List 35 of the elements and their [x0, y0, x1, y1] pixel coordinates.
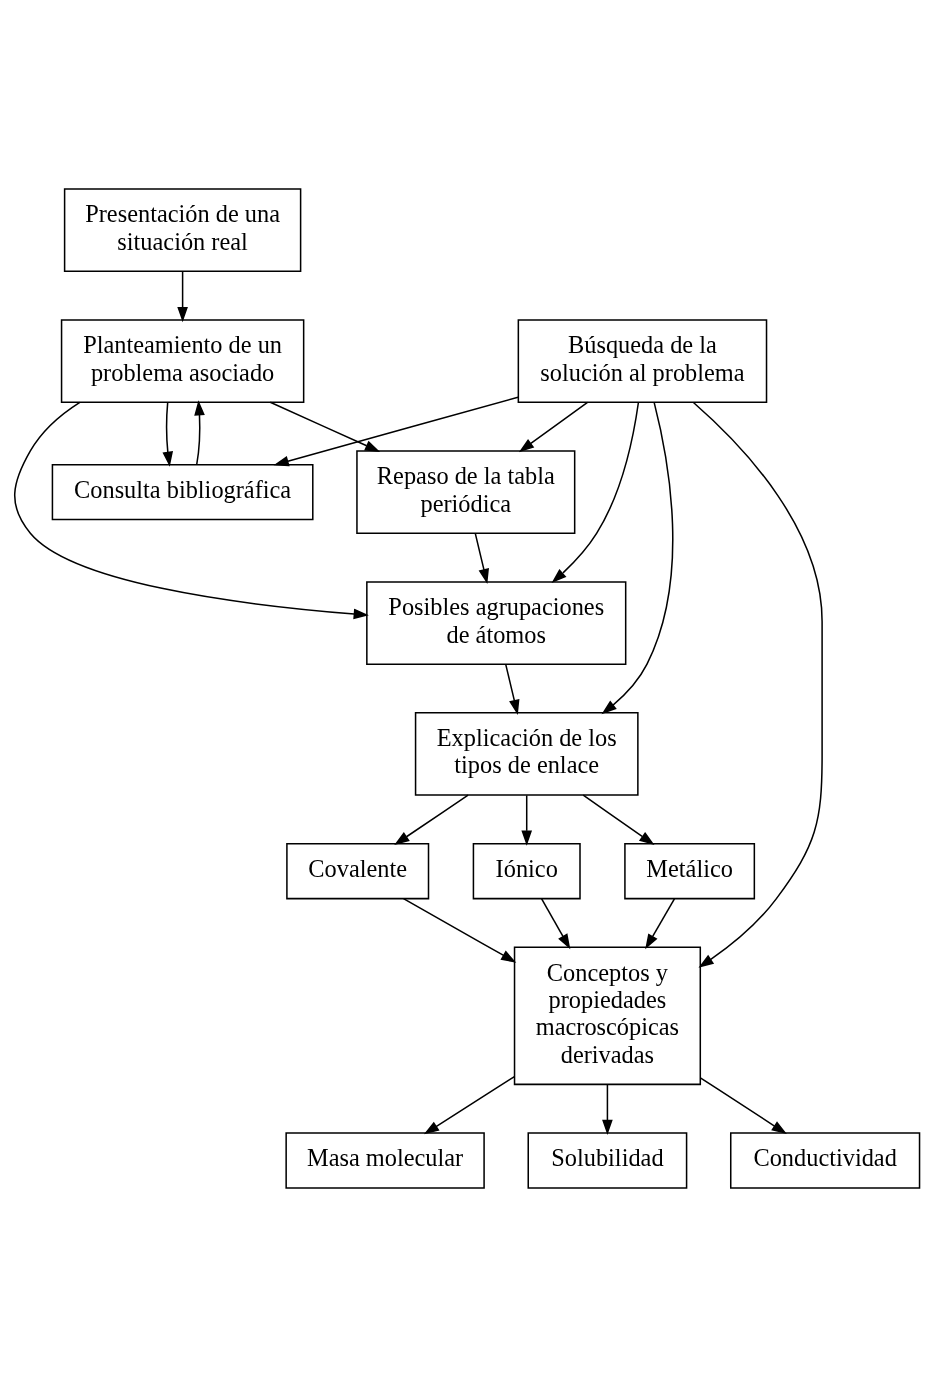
- arrow: [521, 794, 533, 846]
- node-box: Repaso de la tabla periódica: [356, 449, 576, 534]
- arrow: [504, 663, 520, 715]
- arrow: [699, 1076, 787, 1134]
- arrow: [402, 897, 517, 963]
- arrow: [194, 399, 205, 465]
- node-box: Metálico: [624, 842, 756, 899]
- arrow: [474, 532, 489, 584]
- node-box: Conductividad: [730, 1131, 921, 1189]
- node-box: Covalente: [286, 842, 430, 899]
- arrow: [645, 897, 676, 949]
- arrow: [582, 793, 655, 845]
- node-box: Planteamiento de un problema asociado: [60, 318, 305, 403]
- arrow: [162, 401, 174, 467]
- arrow: [273, 396, 519, 466]
- node-box: Solubilidad: [527, 1131, 688, 1189]
- node-box: Conceptos y propiedades macroscópicas derivadas: [513, 946, 702, 1085]
- node-box: Iónico: [472, 842, 581, 899]
- node-box: Masa molecular: [285, 1131, 485, 1189]
- node-box: Posibles agrupaciones de átomos: [366, 580, 627, 665]
- arrow: [14, 401, 369, 619]
- arrow: [394, 793, 469, 845]
- arrow: [601, 401, 674, 714]
- arrow: [540, 897, 571, 949]
- arrow: [518, 401, 589, 452]
- arrow: [692, 401, 823, 968]
- node-box: Explicación de los tipos de enlace: [414, 711, 639, 796]
- arrow: [423, 1075, 516, 1134]
- arrow: [602, 1083, 613, 1135]
- arrow: [269, 401, 381, 452]
- arrow: [551, 401, 640, 583]
- node-box: Consulta bibliográfica: [51, 463, 314, 520]
- arrow: [177, 270, 188, 322]
- node-box: Búsqueda de la solución al problema: [517, 318, 768, 403]
- node-box: Presentación de una situación real: [63, 187, 302, 272]
